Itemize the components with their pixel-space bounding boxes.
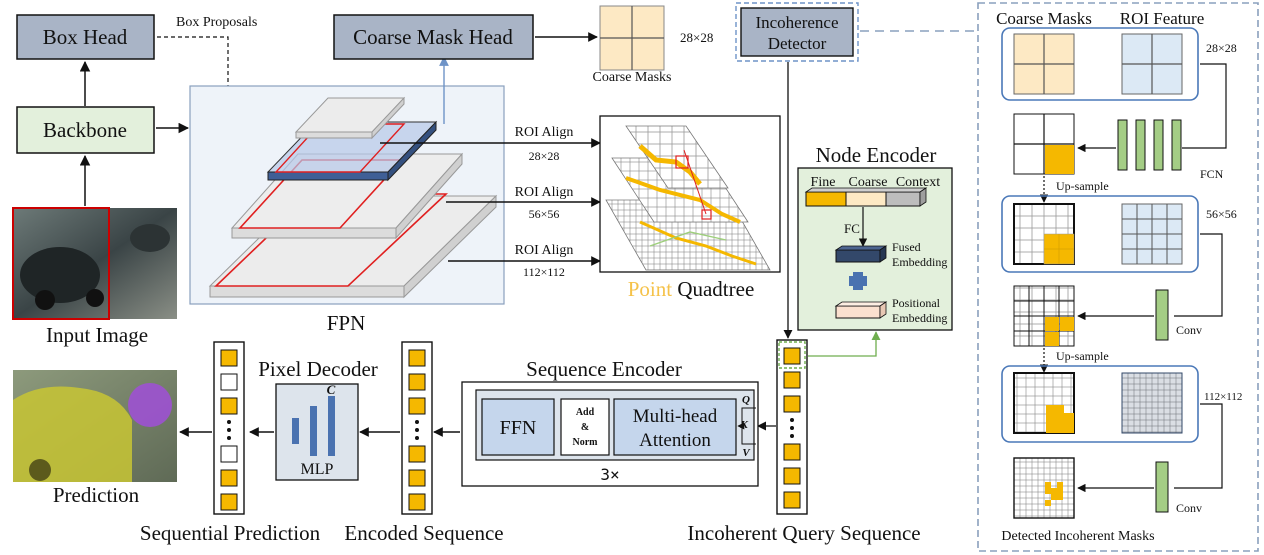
incoherence-detector-block: Incoherence Detector (735, 2, 859, 62)
right-panel: Coarse Masks ROI Feature 28×28 FCN Up-sa… (977, 2, 1259, 552)
box-head-label: Box Head (43, 25, 128, 49)
box-proposals-label: Box Proposals (176, 15, 257, 30)
rp-upsample-2: Up-sample (1056, 349, 1109, 363)
mha-line1: Multi-head (633, 406, 718, 427)
backbone-label: Backbone (43, 118, 127, 142)
box-head-block: Box Head (16, 14, 155, 60)
coarse-mask-head-label: Coarse Mask Head (353, 25, 513, 49)
node-encoder-fc: FC (844, 221, 860, 236)
incoherence-detector-line2: Detector (768, 34, 827, 53)
k-label: K (739, 419, 748, 431)
sequence-encoder-block: FFN Add & Norm Multi-head Attention Q K … (461, 381, 759, 487)
encoded-sequence (401, 341, 433, 515)
point-quadtree-label: Point Quadtree (628, 277, 755, 301)
incoherent-query-sequence (776, 339, 808, 515)
fused-embedding-line2: Embedding (892, 255, 947, 269)
v-label: V (742, 447, 751, 459)
positional-embedding-line2: Embedding (892, 311, 947, 325)
c-label: C (327, 382, 336, 397)
backbone-block: Backbone (16, 106, 155, 154)
sequential-prediction (213, 341, 245, 515)
incoherent-query-sequence-label: Incoherent Query Sequence (687, 521, 920, 545)
node-encoder-fine: Fine (811, 175, 836, 190)
input-image (12, 207, 177, 320)
rp-detected-label: Detected Incoherent Masks (1001, 529, 1154, 544)
rp-size-112: 112×112 (1204, 391, 1242, 403)
prediction-label: Prediction (53, 483, 140, 507)
positional-embedding-line1: Positional (892, 296, 941, 310)
fpn-block (189, 85, 505, 305)
node-encoder-context: Context (896, 175, 940, 190)
node-encoder-title: Node Encoder (816, 143, 937, 167)
rp-size-28: 28×28 (1206, 41, 1237, 55)
point-quadtree (599, 115, 781, 273)
rp-upsample-1: Up-sample (1056, 179, 1109, 193)
pixel-decoder-title: Pixel Decoder (258, 357, 378, 381)
coarse-mask-head-block: Coarse Mask Head (333, 14, 534, 60)
rp-roi-feature: ROI Feature (1120, 9, 1205, 28)
incoherence-detector-line1: Incoherence (755, 13, 838, 32)
fpn-label: FPN (327, 311, 366, 335)
coarse-mask-size-label: 28×28 (680, 30, 713, 45)
ffn-label: FFN (500, 417, 537, 439)
roi-align-1-label: ROI Align (515, 125, 574, 140)
roi-align-2-size: 56×56 (529, 207, 560, 221)
rp-coarse-masks: Coarse Masks (996, 9, 1092, 28)
mha-line2: Attention (639, 430, 711, 451)
pixel-decoder-block: C MLP (275, 382, 359, 481)
rp-size-56: 56×56 (1206, 207, 1237, 221)
roi-align-2: ROI Align 56×56 (446, 185, 601, 221)
repeat-label: 3× (600, 465, 619, 484)
roi-align-3-label: ROI Align (515, 243, 574, 258)
encoded-sequence-label: Encoded Sequence (344, 521, 503, 545)
roi-align-2-label: ROI Align (515, 185, 574, 200)
sequence-encoder-title: Sequence Encoder (526, 357, 682, 381)
coarse-masks-label: Coarse Masks (593, 70, 672, 85)
add-label: Add (576, 407, 595, 418)
rp-fcn: FCN (1200, 167, 1224, 181)
rp-conv-1: Conv (1176, 323, 1202, 337)
roi-align-1-size: 28×28 (529, 149, 560, 163)
rp-conv-2: Conv (1176, 501, 1202, 515)
norm-label: Norm (573, 437, 599, 448)
mlp-label: MLP (301, 461, 334, 478)
sequential-prediction-label: Sequential Prediction (140, 521, 321, 545)
node-encoder-block: Fine Coarse Context FC Fused Embedding P… (797, 167, 953, 331)
roi-align-3: ROI Align 112×112 (448, 243, 601, 279)
q-label: Q (742, 394, 750, 406)
roi-align-3-size: 112×112 (523, 265, 565, 279)
fused-embedding-line1: Fused (892, 240, 921, 254)
input-image-label: Input Image (46, 323, 148, 347)
node-encoder-coarse: Coarse (849, 175, 888, 190)
roi-align-1: ROI Align 28×28 (380, 125, 601, 163)
coarse-masks-thumbnail (599, 5, 665, 71)
prediction-image (13, 370, 177, 482)
amp-label: & (581, 422, 589, 433)
